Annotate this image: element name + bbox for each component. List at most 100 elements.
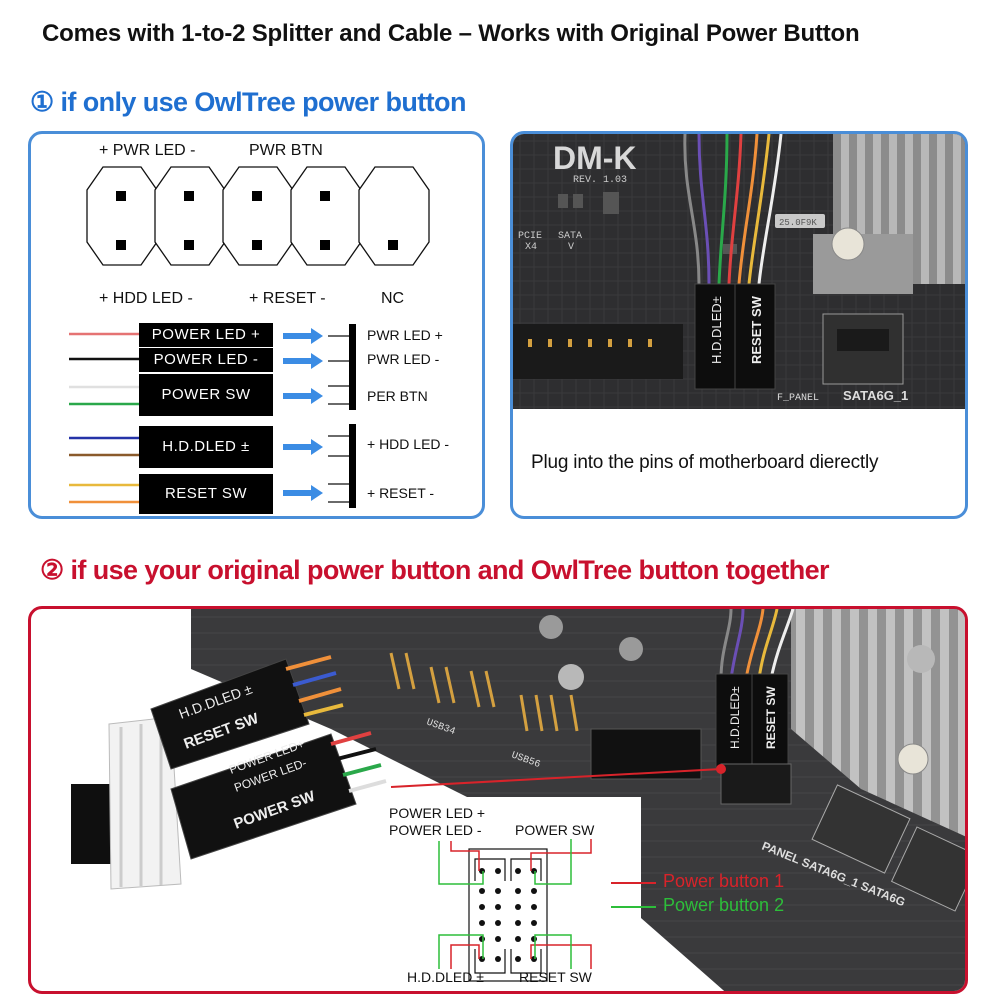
grid-pin-12	[531, 904, 537, 910]
header-pin-5	[608, 339, 612, 347]
pin-4-top	[320, 191, 330, 201]
grid-pin-20	[531, 936, 537, 942]
grid-pin-1	[479, 868, 485, 874]
board-pin-3	[429, 666, 441, 704]
arrow-reset	[283, 485, 323, 501]
connector-power-led-plus: POWER LED +	[139, 323, 273, 347]
board-pin-8	[534, 694, 544, 732]
header-pin-6	[628, 339, 632, 347]
pin-label-pwr-btn: PER BTN	[367, 388, 428, 404]
pin-outline-1	[86, 166, 158, 266]
arrow-power-led-plus	[283, 328, 323, 344]
x4-text: X4	[525, 242, 537, 253]
board-heatsink-pin	[897, 743, 929, 775]
schematic-power-led-minus-label: POWER LED -	[389, 822, 482, 838]
grid-pin-22	[495, 956, 501, 962]
grid-pin-13	[479, 920, 485, 926]
pin-2-top	[184, 191, 194, 201]
pin-1-bottom	[116, 240, 126, 250]
pin-3-bottom	[252, 240, 262, 250]
reset-header-label: + RESET -	[249, 290, 326, 307]
wire-grey	[683, 134, 701, 285]
bracket-power-sw-green	[534, 839, 572, 885]
reset-plug	[734, 283, 776, 390]
splitter-wire-blue	[292, 671, 337, 687]
board-wire-grey	[719, 609, 733, 680]
main-title: Comes with 1-to-2 Splitter and Cable – W…	[42, 20, 860, 47]
photo-caption: Plug into the pins of motherboard dierec…	[531, 452, 879, 473]
capacitor-4	[907, 645, 935, 673]
smd-1	[558, 194, 568, 208]
grid-loop-top-right	[510, 858, 542, 881]
schematic-reset-sw-label: RESET SW	[519, 969, 592, 985]
bracket-reset-green	[534, 934, 572, 969]
pin-label-pwr-led-plus: PWR LED +	[367, 327, 443, 343]
header-bar-bottom	[349, 424, 356, 508]
splitter-plug-top	[150, 658, 310, 770]
header-pin-7	[648, 339, 652, 347]
board-wire-white	[769, 609, 795, 680]
grid-pin-8	[531, 888, 537, 894]
legend-power-button-2: Power button 2	[663, 895, 785, 915]
board-wire-purple	[729, 609, 745, 680]
bracket-power-led-green	[438, 841, 484, 885]
board-pin-7	[519, 694, 529, 732]
section1-title: ① if only use OwlTree power button	[30, 87, 466, 117]
pin-2-bottom	[184, 240, 194, 250]
pointer-dot	[716, 764, 726, 774]
grid-loop-top-left	[474, 858, 506, 881]
board-pin-10	[569, 694, 579, 732]
pin-4-bottom	[320, 240, 330, 250]
smd-2	[573, 194, 583, 208]
board-reset-text: RESET SW	[764, 686, 778, 749]
splitter-wire-red	[330, 731, 372, 746]
heatsink-pin	[831, 227, 865, 261]
chip-text: 25.0F9K	[779, 218, 817, 228]
pin-5-bottom	[388, 240, 398, 250]
hdd-led-header-label: + HDD LED -	[99, 290, 193, 307]
v-text: V	[568, 242, 574, 253]
board-pin-1	[389, 652, 401, 690]
board-rev-text: REV. 1.03	[573, 175, 627, 186]
grid-loop-bottom-right	[510, 949, 542, 974]
board-hddled-text: H.D.DLED±	[728, 686, 742, 749]
section2-title: ② if use your original power button and …	[40, 555, 830, 585]
header-bar-top	[349, 324, 356, 410]
motherboard-photo-panel: DM-K REV. 1.03 PCIE SATA X4 V 25.0F9K	[510, 131, 968, 519]
board-pin-2	[404, 652, 416, 690]
board-splitter-base	[720, 763, 792, 805]
board-hddled-plug	[715, 673, 753, 770]
grid-pin-11	[515, 904, 521, 910]
pin-label-hdd-led: + HDD LED -	[367, 436, 450, 452]
pointer-line	[390, 768, 722, 788]
splitter-setup-panel: USB34 USB56 H.D.DLED± RESET SW PANEL SAT…	[28, 606, 968, 994]
grid-pin-6	[495, 888, 501, 894]
pin-label-pwr-led-minus: PWR LED -	[367, 351, 440, 367]
sata-connector-1	[811, 784, 911, 874]
capacitor-3	[558, 664, 584, 690]
wiring-diagram-panel: + PWR LED - PWR BTN	[28, 131, 485, 519]
wire-yellow	[747, 134, 771, 285]
splitter-wire-green	[342, 763, 382, 777]
wire-red	[727, 134, 743, 285]
usb-pin-header	[513, 324, 683, 379]
wire-green	[717, 134, 729, 285]
splitter-wire-orange-2	[298, 687, 342, 703]
pin-header-drawing	[69, 166, 430, 508]
capacitor-2	[619, 637, 643, 661]
sata-text: SATA	[558, 231, 582, 242]
plug-hddled-text: H.D.DLED±	[709, 296, 724, 364]
splitter-plug-bottom	[170, 733, 357, 860]
board-model-text: DM-K	[553, 140, 637, 176]
nc-header-label: NC	[381, 290, 405, 307]
hddled-plug	[694, 283, 736, 390]
chip-label	[775, 214, 825, 228]
wire-orange	[737, 134, 759, 285]
grid-pin-15	[515, 920, 521, 926]
pin-3-top	[252, 191, 262, 201]
grid-pin-14	[495, 920, 501, 926]
f-panel-text: F_PANEL	[777, 393, 819, 404]
sata-connector-2	[890, 826, 965, 912]
grid-pin-18	[495, 936, 501, 942]
grid-pin-16	[531, 920, 537, 926]
